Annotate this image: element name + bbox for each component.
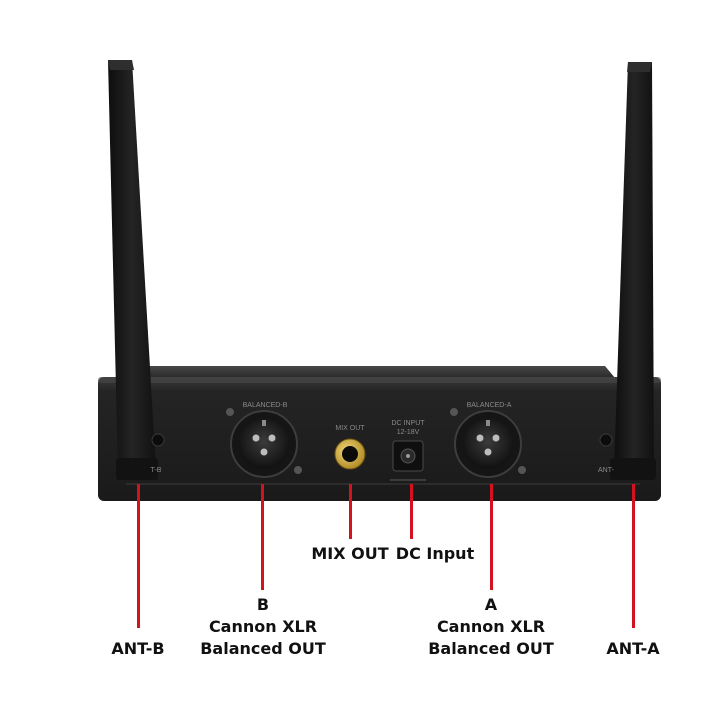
leader-line-b-xlr [261,484,264,590]
callout-mix-out: MIX OUT [295,543,405,565]
callout-ant-a: ANT-A [583,638,683,660]
leader-line-ant-a [632,484,635,628]
callout-b-xlr-line3: Balanced OUT [200,639,326,658]
panel-label-dc-voltage: 12-18V [397,429,420,436]
panel-label-balanced-b: BALANCED-B [243,402,288,409]
xlr-connector-a [450,408,526,478]
receiver-body [98,377,661,501]
panel-label-balanced-a: BALANCED-A [467,402,512,409]
leader-line-mix-out [349,484,352,539]
callout-mix-out-text: MIX OUT [311,544,389,563]
antenna-a [610,62,656,480]
callout-b-xlr: B Cannon XLR Balanced OUT [193,594,333,660]
dc-input-socket [390,440,426,481]
ant-b-connector [151,433,165,447]
callout-dc-input: DC Input [380,543,490,565]
xlr-connector-b [226,408,302,478]
callout-ant-a-text: ANT-A [606,639,660,658]
callout-a-xlr: A Cannon XLR Balanced OUT [421,594,561,660]
panel-label-mix-out: MIX OUT [335,425,365,432]
leader-line-dc-input [410,484,413,539]
leader-line-a-xlr [490,484,493,590]
callout-a-xlr-line2: Cannon XLR [436,617,546,636]
panel-label-ant-a: ANT- [598,467,615,474]
callout-a-xlr-line3: Balanced OUT [428,639,554,658]
receiver-top-plate [138,366,615,378]
callout-b-xlr-line1: B [256,595,270,614]
callout-ant-b-text: ANT-B [111,639,165,658]
callout-b-xlr-line2: Cannon XLR [208,617,318,636]
leader-line-ant-b [137,484,140,628]
mix-out-jack [334,438,366,470]
callout-ant-b: ANT-B [88,638,188,660]
panel-label-ant-b: T-B [151,467,162,474]
callout-a-xlr-line1: A [484,595,498,614]
callout-dc-input-text: DC Input [395,544,475,563]
antenna-b [108,60,158,480]
panel-label-dc-input: DC INPUT [391,420,425,427]
ant-a-connector [599,433,613,447]
